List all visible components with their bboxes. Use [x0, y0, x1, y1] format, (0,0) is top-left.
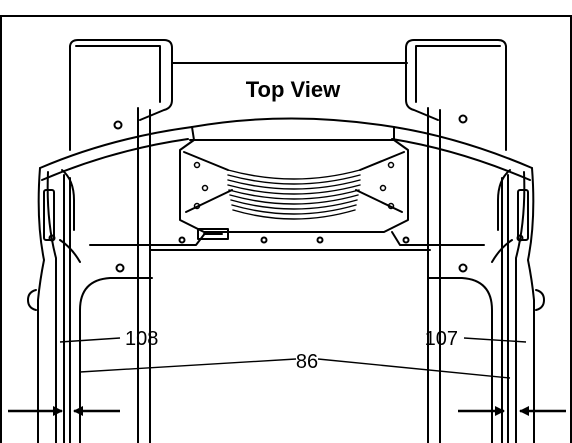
leader-86-right: [317, 358, 511, 379]
frame-border: [0, 15, 572, 443]
leader-108: [59, 337, 121, 343]
motor-hood: [89, 228, 485, 251]
console-vent-grille: [227, 169, 361, 220]
right-side-frame: [458, 167, 545, 443]
right-upright: [405, 39, 507, 151]
left-side-frame: [27, 167, 125, 443]
left-upright: [69, 39, 173, 151]
leader-86-left: [79, 358, 297, 373]
view-title: Top View: [246, 77, 341, 102]
console-crossbar: [39, 126, 533, 181]
callout-107: 107: [425, 328, 458, 350]
callout-leaders: [59, 337, 527, 379]
walking-deck: [79, 139, 493, 443]
callout-108: 108: [125, 328, 158, 350]
console-screws: [193, 161, 395, 210]
callout-86: 86: [296, 351, 318, 373]
leader-107: [463, 337, 527, 343]
center-console: [179, 117, 409, 233]
